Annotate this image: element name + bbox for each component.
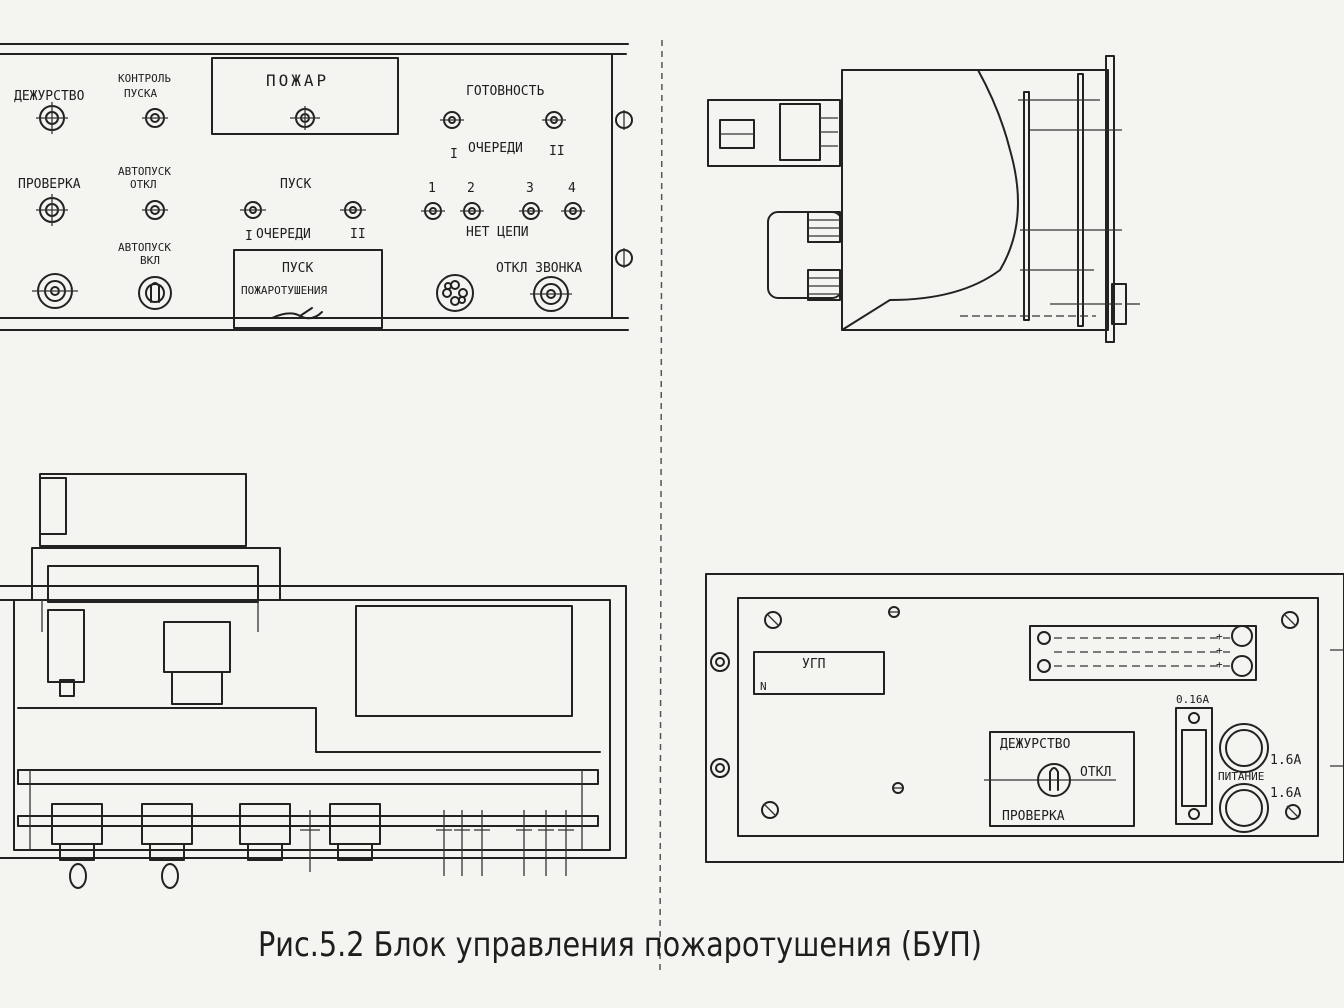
pozhar-box — [211, 57, 399, 135]
net-tsepi-3-indicator-icon — [519, 202, 543, 220]
label-fuse-1: 1.6А — [1270, 753, 1301, 768]
label-avtopusk-vkl-2: ВКЛ — [140, 254, 160, 267]
panel-edge-screw-icon — [615, 110, 633, 130]
fuse-holder-icon — [1175, 707, 1213, 825]
label-pusk-q1: I — [245, 229, 253, 244]
label-pusk-q2: II — [350, 227, 366, 242]
side-view — [707, 55, 1140, 343]
label-fuse-small: 0.16А — [1176, 693, 1209, 706]
terminal-strip — [1029, 625, 1257, 681]
label-pusk-pozharotusheniya-2: ПОЖАРОТУШЕНИЯ — [241, 284, 327, 297]
net-tsepi-2-indicator-icon — [460, 202, 484, 220]
net-tsepi-4-indicator-icon — [561, 202, 585, 220]
label-avtopusk-vkl-1: АВТОПУСК — [118, 241, 171, 254]
screw-icon — [1281, 611, 1299, 629]
gotovnost-1-indicator-icon — [440, 111, 464, 129]
screw-icon — [1285, 804, 1301, 820]
ugp-plate — [753, 651, 885, 695]
proverka-indicator-icon — [36, 194, 68, 226]
label-pusk-ochered: ОЧЕРЕДИ — [256, 227, 311, 242]
pusk-pozharotusheniya-box — [233, 249, 383, 329]
mode-switch-panel — [984, 731, 1135, 827]
label-otkl-zvonka: ОТКЛ ЗВОНКА — [496, 261, 582, 276]
label-pitanie: ПИТАНИЕ — [1218, 770, 1264, 783]
pusk-2-indicator-icon — [340, 201, 366, 219]
panel-edge-screw-icon — [615, 248, 633, 268]
label-gotovnost-q2: II — [549, 144, 565, 159]
screw-icon — [888, 606, 900, 618]
label-circuit-2: 2 — [467, 181, 475, 196]
label-circuit-1: 1 — [428, 181, 436, 196]
label-rear-proverka: ПРОВЕРКА — [1002, 809, 1065, 824]
pusk-1-indicator-icon — [240, 201, 266, 219]
label-avtopusk-otkl-2: ОТКЛ — [130, 178, 157, 191]
label-fuse-2: 1.6А — [1270, 786, 1301, 801]
label-terminal-3: + — [1216, 658, 1223, 671]
pozhar-indicator-icon — [290, 106, 320, 130]
label-gotovnost-ochered: ОЧЕРЕДИ — [468, 141, 523, 156]
label-avtopusk-otkl-1: АВТОПУСК — [118, 165, 171, 178]
pusk-lever-icon — [271, 307, 323, 320]
label-circuit-3: 3 — [526, 181, 534, 196]
label-kontrol-1: КОНТРОЛЬ — [118, 72, 171, 85]
internal-view — [0, 473, 627, 889]
connector-block-icon — [141, 803, 193, 889]
connector-block-icon — [239, 803, 291, 861]
screw-icon — [764, 611, 782, 629]
connector-block-icon — [51, 803, 103, 889]
screw-icon — [892, 782, 904, 794]
gotovnost-2-indicator-icon — [542, 111, 566, 129]
label-proverka: ПРОВЕРКА — [18, 177, 81, 192]
label-rear-otkl: ОТКЛ — [1080, 765, 1111, 780]
label-ugp: УГП — [802, 657, 825, 672]
rear-panel-view: УГП N + + + 0.16А 1.6А ПИТАНИЕ 1.6А ДЕЖУ… — [705, 573, 1344, 863]
label-pozhar: ПОЖАР — [266, 71, 329, 90]
label-rear-dezhurstvo: ДЕЖУРСТВО — [1000, 737, 1071, 752]
label-pusk: ПУСК — [280, 177, 311, 192]
figure-caption: Рис.5.2 Блок управления пожаротушения (Б… — [258, 925, 982, 965]
proverka-button-icon — [32, 273, 78, 309]
net-tsepi-1-indicator-icon — [421, 202, 445, 220]
label-kontrol-2: ПУСКА — [124, 87, 157, 100]
label-n: N — [760, 680, 767, 693]
label-terminal-1: + — [1216, 630, 1223, 643]
front-panel-view: ДЕЖУРСТВО КОНТРОЛЬ ПУСКА ПОЖАР ГОТОВНОСТ… — [0, 43, 633, 331]
bell-connector-icon — [436, 274, 474, 312]
label-circuit-4: 4 — [568, 181, 576, 196]
fuse-2-icon — [1219, 783, 1269, 833]
mounting-lug-icon — [710, 652, 730, 672]
mounting-lug-icon — [710, 758, 730, 778]
otkl-zvonka-button-icon — [530, 276, 572, 312]
screw-icon — [761, 801, 779, 819]
connector-block-icon — [329, 803, 381, 861]
fuse-1-icon — [1219, 723, 1269, 773]
avtopusk-otkl-indicator-icon — [142, 200, 168, 220]
label-gotovnost: ГОТОВНОСТЬ — [466, 84, 544, 99]
page-fold — [659, 39, 663, 976]
label-net-tsepi: НЕТ ЦЕПИ — [466, 225, 529, 240]
label-terminal-2: + — [1216, 644, 1223, 657]
label-gotovnost-q1: I — [450, 147, 458, 162]
label-pusk-pozharotusheniya-1: ПУСК — [282, 261, 313, 276]
kontrol-puska-indicator-icon — [142, 108, 168, 128]
label-dezhurstvo: ДЕЖУРСТВО — [14, 89, 85, 104]
dezhurstvo-indicator-icon — [36, 102, 68, 134]
avtopusk-toggle-switch-icon — [138, 276, 172, 310]
